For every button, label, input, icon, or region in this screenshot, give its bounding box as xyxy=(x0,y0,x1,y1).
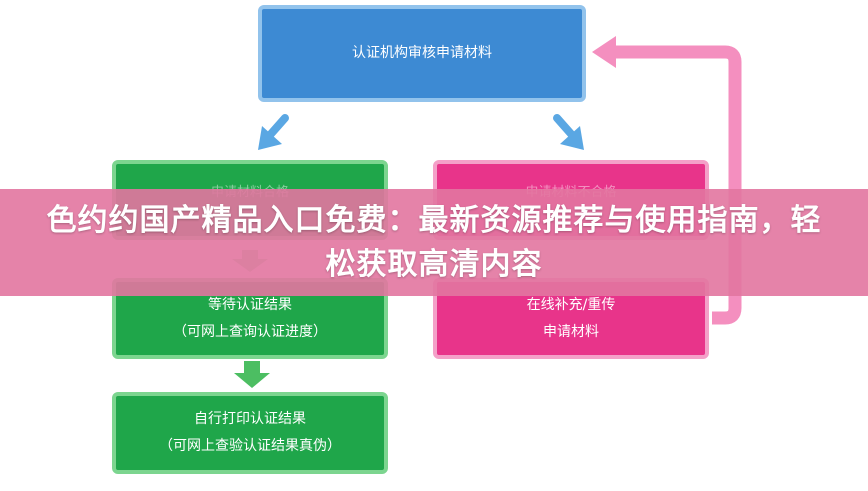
down-right-arrow-icon xyxy=(553,114,584,150)
resubmit-box-line1: 在线补充/重传 xyxy=(526,296,616,313)
resubmit-box-line2: 申请材料 xyxy=(543,323,599,340)
loop-arrow-head xyxy=(592,36,616,68)
wait-box-line1: 等待认证结果 xyxy=(208,296,292,313)
loop-arrow xyxy=(612,45,742,325)
wait-box-line2: （可网上查询认证进度） xyxy=(173,323,327,340)
review-box-label: 认证机构审核申请材料 xyxy=(352,45,492,62)
banner-title: 色约约国产精品入口免费：最新资源推荐与使用指南，轻松获取高清内容 xyxy=(46,202,822,282)
title-banner: 色约约国产精品入口免费：最新资源推荐与使用指南，轻松获取高清内容 xyxy=(0,189,868,296)
print-box: 自行打印认证结果 （可网上查验认证结果真伪） xyxy=(112,392,388,474)
review-box: 认证机构审核申请材料 xyxy=(258,5,586,102)
down-left-arrow-icon xyxy=(258,114,289,150)
print-box-line1: 自行打印认证结果 xyxy=(194,411,306,428)
print-box-line2: （可网上查验认证结果真伪） xyxy=(159,438,341,454)
down-arrow-icon xyxy=(234,361,270,388)
